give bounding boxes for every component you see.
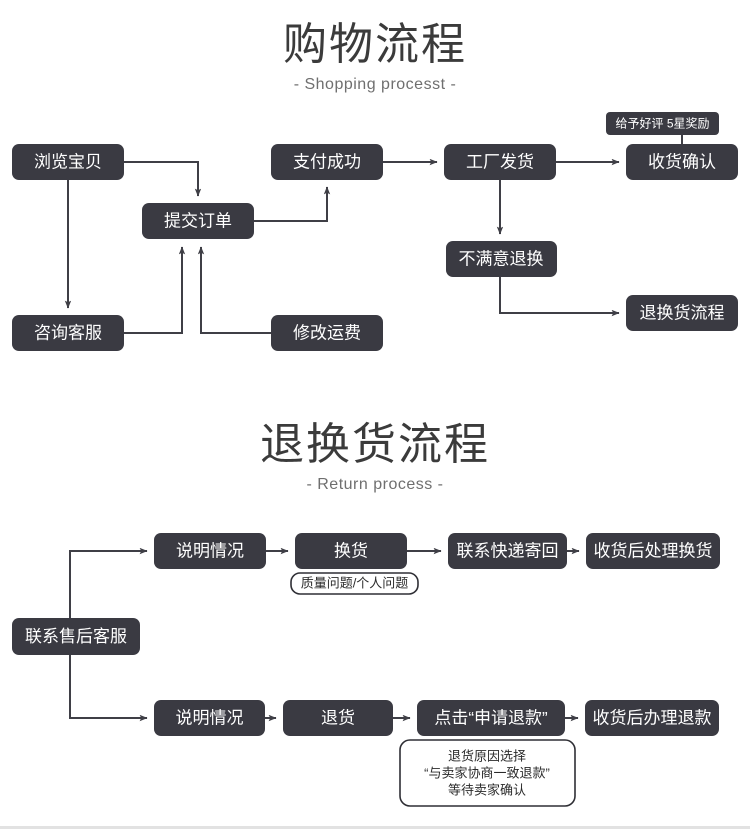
tag-good-review: 给予好评 5星奖励 — [606, 112, 719, 135]
return-title-en: - Return process - — [306, 476, 444, 493]
return-title-cn: 退换货流程 — [260, 420, 490, 469]
node-return-process[interactable]: 退换货流程 — [626, 295, 738, 331]
node-refund-return[interactable]: 退货 — [283, 700, 393, 736]
shopping-title-en: - Shopping processt - — [293, 76, 457, 93]
link-aftersales-to-explain-bottom — [69, 655, 148, 722]
node-contact-service-label: 咨询客服 — [34, 323, 102, 342]
link-service-to-submit — [124, 246, 186, 334]
bottom-divider — [0, 826, 750, 829]
link-shipping-to-submit — [197, 246, 271, 334]
node-pay-success[interactable]: 支付成功 — [271, 144, 383, 180]
node-modify-shipping[interactable]: 修改运费 — [271, 315, 383, 351]
link-unsatisfied-to-returnprocess — [499, 277, 620, 317]
node-browse[interactable]: 浏览宝贝 — [12, 144, 124, 180]
node-handle-refund-label: 收货后办理退款 — [593, 708, 712, 727]
node-exchange[interactable]: 换货 — [295, 533, 407, 569]
note-quality-issue: 质量问题/个人问题 — [290, 572, 419, 595]
node-explain-bottom-label: 说明情况 — [176, 708, 244, 727]
node-factory-ship[interactable]: 工厂发货 — [444, 144, 556, 180]
node-contact-after-sales-label: 联系售后客服 — [25, 627, 127, 646]
note-quality-issue-label: 质量问题/个人问题 — [301, 575, 409, 590]
node-unsatisfied-return[interactable]: 不满意退换 — [446, 241, 557, 277]
node-submit-order[interactable]: 提交订单 — [142, 203, 254, 239]
node-explain-top-label: 说明情况 — [176, 541, 244, 560]
link-submit-to-pay — [254, 186, 331, 222]
shopping-title-cn: 购物流程 — [283, 20, 467, 69]
node-click-apply-refund-label: 点击“申请退款” — [434, 708, 548, 727]
node-return-process-label: 退换货流程 — [640, 303, 725, 322]
node-handle-refund[interactable]: 收货后办理退款 — [585, 700, 719, 736]
note-refund-reason-line3: 等待卖家确认 — [448, 782, 526, 797]
note-refund-reason-line2: “与卖家协商一致退款” — [424, 765, 550, 780]
node-contact-after-sales[interactable]: 联系售后客服 — [12, 618, 140, 655]
node-exchange-label: 换货 — [334, 541, 368, 560]
node-explain-bottom[interactable]: 说明情况 — [154, 700, 265, 736]
node-contact-courier[interactable]: 联系快递寄回 — [448, 533, 567, 569]
node-submit-order-label: 提交订单 — [164, 211, 232, 230]
note-refund-reason-line1: 退货原因选择 — [448, 748, 526, 763]
link-aftersales-to-explain-top — [69, 547, 148, 618]
shopping-section-heading: 购物流程 - Shopping processt - — [0, 18, 750, 96]
node-contact-service[interactable]: 咨询客服 — [12, 315, 124, 351]
node-process-exchange-label: 收货后处理换货 — [594, 541, 713, 560]
return-section-heading: 退换货流程 - Return process - — [0, 418, 750, 496]
node-confirm-receipt[interactable]: 收货确认 — [626, 144, 738, 180]
link-browse-to-submit — [124, 161, 202, 197]
node-explain-top[interactable]: 说明情况 — [154, 533, 266, 569]
note-refund-reason: 退货原因选择 “与卖家协商一致退款” 等待卖家确认 — [399, 739, 576, 807]
node-contact-courier-label: 联系快递寄回 — [457, 541, 559, 560]
node-modify-shipping-label: 修改运费 — [293, 323, 361, 342]
node-click-apply-refund[interactable]: 点击“申请退款” — [417, 700, 565, 736]
node-process-exchange[interactable]: 收货后处理换货 — [586, 533, 720, 569]
node-unsatisfied-return-label: 不满意退换 — [459, 249, 544, 268]
node-factory-ship-label: 工厂发货 — [466, 152, 534, 171]
node-refund-return-label: 退货 — [321, 708, 355, 727]
node-confirm-receipt-label: 收货确认 — [648, 152, 716, 171]
node-pay-success-label: 支付成功 — [293, 152, 361, 171]
node-browse-label: 浏览宝贝 — [34, 152, 102, 171]
tag-good-review-label: 给予好评 5星奖励 — [615, 117, 709, 131]
